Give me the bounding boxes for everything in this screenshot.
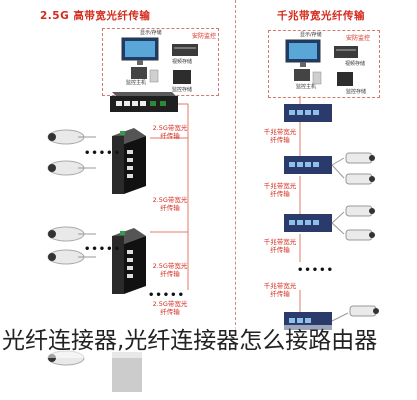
left-dots-1: ••••• bbox=[84, 148, 121, 159]
right-monitor-panel bbox=[268, 30, 380, 98]
left-rugged-switch-2 bbox=[112, 228, 146, 294]
right-switch-2 bbox=[284, 156, 332, 174]
left-camera-1 bbox=[47, 129, 96, 145]
right-camera-1 bbox=[345, 152, 375, 164]
right-switch-3 bbox=[284, 214, 332, 232]
right-link-label-1: 千兆带宽光纤传输 bbox=[263, 128, 297, 144]
center-divider bbox=[235, 0, 236, 330]
left-monitor-label-3: 监控主机 bbox=[126, 80, 147, 86]
left-camera-4 bbox=[47, 249, 96, 265]
right-video-recorder bbox=[334, 46, 358, 58]
left-storage-unit bbox=[173, 70, 191, 84]
left-rugged-switch-1 bbox=[112, 128, 146, 194]
left-monitor-label-4: 监控存储 bbox=[172, 87, 193, 93]
left-monitor-label-2: 视频存储 bbox=[172, 59, 193, 65]
right-monitor-display bbox=[285, 39, 321, 67]
right-storage-unit bbox=[337, 72, 353, 86]
caption-text: 光纤连接器,光纤连接器怎么接路由器 bbox=[2, 325, 415, 358]
right-link-label-2: 千兆带宽光纤传输 bbox=[263, 182, 297, 198]
right-camera-5 bbox=[349, 305, 379, 317]
left-link-label-2: 2.5G带宽光纤传输 bbox=[152, 196, 188, 212]
right-dots-1: ••••• bbox=[297, 265, 334, 276]
left-fiber-links bbox=[150, 103, 189, 290]
left-monitor-display bbox=[121, 37, 159, 65]
left-link-label-3: 2.5G带宽光纤传输 bbox=[152, 262, 188, 278]
right-link-label-4: 千兆带宽光纤传输 bbox=[263, 282, 297, 298]
left-rugged-switch-3 bbox=[112, 352, 142, 392]
left-dots-3: ••••• bbox=[148, 290, 185, 301]
right-switch-1 bbox=[284, 104, 332, 122]
right-camera-links bbox=[331, 157, 349, 322]
right-title: 千兆带宽光纤传输 bbox=[277, 10, 365, 22]
left-core-switch bbox=[110, 92, 178, 112]
left-link-label-4: 2.5G带宽光纤传输 bbox=[152, 300, 188, 316]
left-dots-2: ••••• bbox=[84, 244, 121, 255]
left-camera-3 bbox=[47, 226, 96, 242]
left-camera-2 bbox=[47, 160, 96, 176]
left-monitor-panel-label: 安防监控 bbox=[192, 33, 217, 40]
right-monitor-host bbox=[294, 69, 322, 85]
right-monitor-label-2: 视频存储 bbox=[345, 61, 366, 67]
left-video-recorder bbox=[172, 44, 198, 56]
left-monitor-label-1: 显示/存储 bbox=[140, 30, 162, 36]
right-monitor-label-3: 监控主机 bbox=[296, 84, 317, 90]
right-link-label-3: 千兆带宽光纤传输 bbox=[263, 238, 297, 254]
left-title: 2.5G 高带宽光纤传输 bbox=[40, 10, 151, 22]
right-camera-3 bbox=[345, 205, 375, 217]
right-camera-2 bbox=[345, 173, 375, 185]
left-monitor-host bbox=[131, 67, 159, 83]
right-monitor-label-4: 监控存储 bbox=[346, 89, 367, 95]
right-monitor-panel-label: 安防监控 bbox=[346, 35, 371, 42]
right-monitor-label-1: 显示/存储 bbox=[300, 32, 322, 38]
left-link-label-1: 2.5G带宽光纤传输 bbox=[152, 124, 188, 140]
right-camera-4 bbox=[345, 229, 375, 241]
